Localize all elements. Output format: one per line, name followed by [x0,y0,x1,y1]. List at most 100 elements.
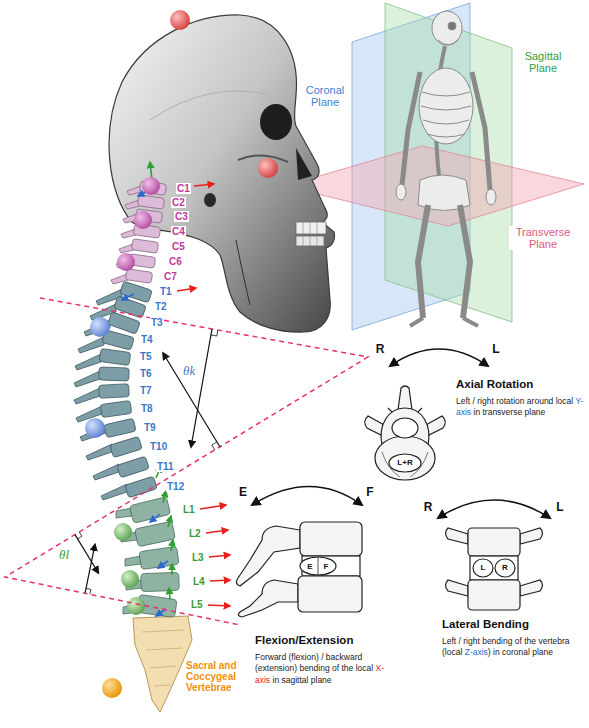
thoracic-vertebrae [74,281,157,500]
thoracic-vertebrae [99,384,130,399]
marker-balls [142,177,160,195]
local-axis-arrows [210,580,230,581]
lateral-vertebrae [468,528,520,556]
skull [204,193,216,207]
skeleton-figure [486,189,496,205]
description-text: Left / right rotation around local [456,396,573,406]
axial-vertebra [398,386,412,410]
joint-label: F [324,563,329,572]
thoracic-vertebrae [117,456,150,478]
local-axis-arrows [171,564,173,575]
lateral-vertebrae [446,528,469,544]
flexion-vertebrae [318,557,319,575]
vertebra-label: L3 [191,552,205,563]
lumbar-vertebrae [116,497,179,618]
thoracic-vertebrae [101,484,127,500]
skeleton-figure [410,318,478,326]
skeleton-figure [402,72,490,190]
lateral-vertebrae [446,528,543,610]
curvature-lines [75,535,98,573]
lumbar-vertebrae [141,572,180,591]
flexion-vertebrae [238,580,298,617]
lumbar-vertebrae [116,508,132,518]
marker-balls [121,570,139,588]
angle-label: θk [182,364,196,378]
plane-label: Transverse Plane [509,226,577,250]
rotation-arrow [390,349,488,366]
motion-title: Flexion/Extension [255,634,353,647]
local-axis-arrows [208,605,230,606]
local-axis-arrows [163,491,166,503]
region-label: Sacral and Coccygeal Vertebrae [185,660,251,693]
lateral-vertebrae [470,556,518,580]
description-text: Left / right rotation around localY-axis… [456,396,584,419]
axial-vertebra [365,386,446,480]
flexion-vertebrae [300,557,336,575]
skeleton-figure [396,11,496,326]
axial-vertebra [392,418,418,438]
vertebra-label: L4 [192,576,206,587]
motion-title: Lateral Bending [442,618,529,631]
sacrum [133,616,192,712]
sacrum [133,616,192,712]
thoracic-vertebrae [74,388,100,404]
vertebra-label: T4 [140,334,154,345]
vertebra-label: L5 [190,599,204,610]
skull [150,91,270,120]
local-axis-arrows [169,588,170,599]
curvature-lines [163,353,220,447]
skull [296,148,312,180]
marker-balls [85,418,105,438]
marker-balls [258,158,278,178]
skeleton-figure [396,184,406,200]
local-axis-arrows [158,561,168,568]
direction-label: E [239,486,247,499]
curvature-lines [5,298,368,625]
direction-label: R [376,343,385,356]
cervical-vertebrae [125,269,152,284]
cervical-vertebrae [131,239,158,254]
direction-label: F [366,486,373,499]
vertebra-label: T3 [150,317,164,328]
marker-balls [134,211,152,229]
curvature-lines [85,544,95,593]
skeleton-figure [432,11,462,45]
flexion-vertebrae [236,522,362,617]
skull [303,222,317,246]
flexion-vertebrae [300,522,362,556]
lateral-vertebrae [446,580,469,596]
marker-balls [90,317,110,337]
curvature-lines [211,330,218,336]
angle-label: θl [58,548,70,562]
thoracic-vertebrae [99,367,129,381]
local-axis-arrows [177,288,196,291]
sacrum [142,630,184,686]
local-axis-arrows [200,505,226,509]
skull [260,104,292,140]
anatomical-planes [285,146,584,226]
skeleton-figure [419,68,473,144]
skull [296,222,326,234]
direction-label: R [424,501,433,514]
thoracic-vertebrae [108,312,141,334]
curvature-lines [5,298,368,625]
skeleton-figure [421,92,471,137]
local-axis-arrows [171,540,173,551]
skull [236,240,250,305]
thoracic-vertebrae [93,464,119,480]
description-text: ) in coronal plane [488,647,553,657]
thoracic-vertebrae [74,371,100,387]
thoracic-vertebrae [75,354,101,370]
lateral-vertebrae [473,559,493,577]
vertebra-label: C5 [171,241,186,252]
thoracic-vertebrae [110,436,142,457]
vertebra-label: T8 [140,403,154,414]
local-axis-arrows [122,294,134,300]
skull [109,15,334,332]
vertebra-label: T1 [159,286,173,297]
anatomical-planes [285,3,584,330]
vertebra-label: C3 [174,211,189,222]
lateral-vertebrae [520,580,543,596]
marker-balls [102,678,122,698]
thoracic-vertebrae [100,400,132,417]
